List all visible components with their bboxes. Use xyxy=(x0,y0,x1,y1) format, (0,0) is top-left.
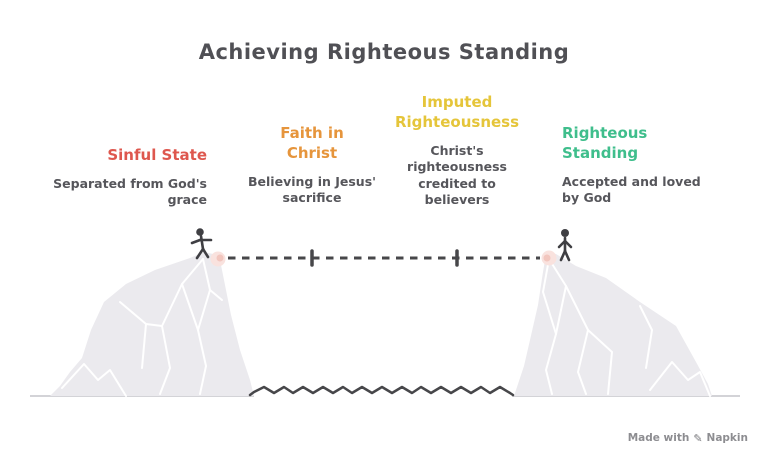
stage-faith-in-christ: Faith in Christ Believing in Jesus' sacr… xyxy=(233,124,391,207)
diagram-title: Achieving Righteous Standing xyxy=(198,40,570,64)
left-cliff xyxy=(50,252,254,397)
stage-imputed-righteousness: Imputed Righteousness Christ's righteous… xyxy=(392,93,522,209)
watermark-text: Made with xyxy=(627,432,690,444)
climber-figure-right xyxy=(557,229,573,262)
right-cliff xyxy=(514,252,712,397)
napkin-logo-icon: ✎ xyxy=(693,431,703,445)
napkin-watermark: Made with ✎ Napkin xyxy=(628,432,748,444)
stage-sinful-state: Sinful State Separated from God's grace xyxy=(37,146,207,209)
end-point-marker xyxy=(541,250,557,266)
stage-name: Imputed Righteousness xyxy=(394,93,520,131)
stage-righteous-standing: Righteous Standing Accepted and loved by… xyxy=(562,124,714,207)
stage-description: Accepted and loved by God xyxy=(562,173,701,206)
stage-name: Faith in Christ xyxy=(280,124,344,162)
climber-figure-left xyxy=(190,228,213,260)
water-wave xyxy=(248,385,515,397)
stage-description: Believing in Jesus' sacrifice xyxy=(248,173,376,206)
stage-name: Righteous Standing xyxy=(562,124,648,162)
stage-name: Sinful State xyxy=(107,146,207,164)
watermark-brand: Napkin xyxy=(706,432,748,444)
stage-description: Christ's righteousness credited to belie… xyxy=(407,142,507,208)
stage-description: Separated from God's grace xyxy=(53,175,207,208)
start-point-marker xyxy=(210,251,226,267)
